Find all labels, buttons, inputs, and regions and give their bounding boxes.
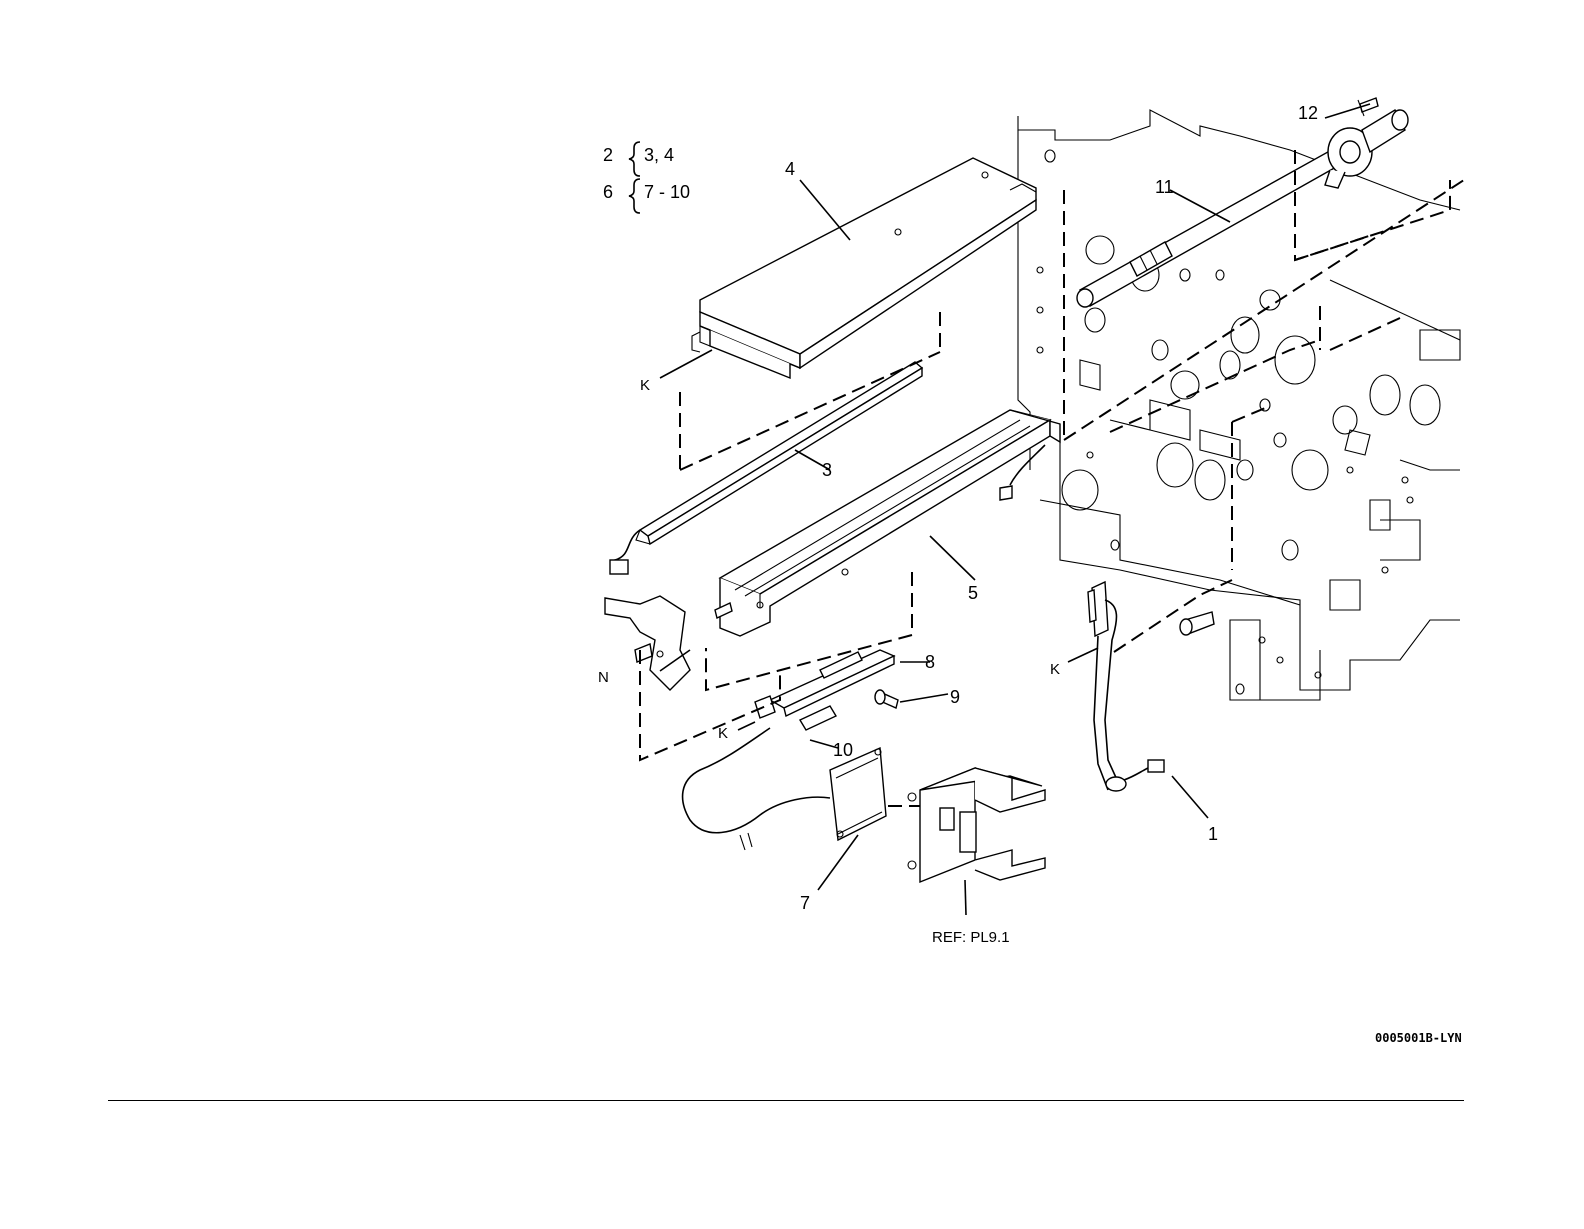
callout-11: 11 xyxy=(1155,177,1174,197)
callout-k-right: K xyxy=(1050,661,1060,678)
reference-label: REF: PL9.1 xyxy=(932,929,1010,946)
callout-5: 5 xyxy=(968,583,978,603)
leader-lines xyxy=(660,104,1370,915)
callout-10: 10 xyxy=(833,740,853,760)
figure-id: 0005001B-LYN xyxy=(1375,1031,1462,1045)
callout-8: 8 xyxy=(925,652,935,672)
callout-k-middle: K xyxy=(718,725,728,742)
bracket-n xyxy=(605,596,690,690)
legend-parent-6: 6 xyxy=(603,182,613,202)
part-4-cover xyxy=(692,158,1036,378)
alignment-lines xyxy=(640,150,1464,806)
shaft-assembly xyxy=(1077,98,1408,307)
callout-9: 9 xyxy=(950,687,960,707)
ref-bracket xyxy=(908,768,1045,882)
callout-k-top: K xyxy=(640,377,650,394)
legend-brace-2 xyxy=(629,179,640,213)
callout-1: 1 xyxy=(1208,824,1218,844)
legend-children-2: 7 - 10 xyxy=(644,182,690,202)
legend-children-1: 3, 4 xyxy=(644,145,674,165)
assembly-legend: 2 3, 4 6 7 - 10 xyxy=(603,142,690,213)
callout-7: 7 xyxy=(800,893,810,913)
footer-rule xyxy=(108,1100,1464,1101)
part-7-board xyxy=(830,748,886,840)
machine-frame xyxy=(1018,110,1460,700)
legend-parent-2: 2 xyxy=(603,145,613,165)
part-5-housing xyxy=(715,410,1060,636)
callout-4: 4 xyxy=(785,159,795,179)
callout-n: N xyxy=(598,669,609,686)
part-1-sensor xyxy=(1088,582,1164,791)
callout-3: 3 xyxy=(822,460,832,480)
legend-brace-1 xyxy=(629,142,640,176)
callout-12: 12 xyxy=(1298,103,1318,123)
